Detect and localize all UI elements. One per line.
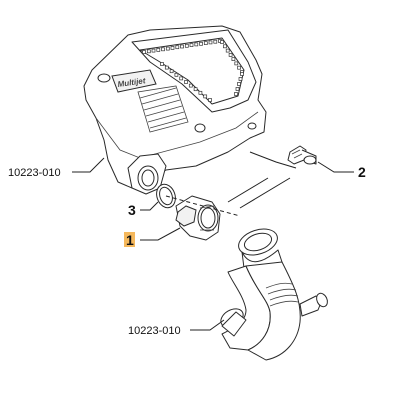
hose-ref-label: 10223-010 bbox=[128, 325, 181, 337]
cover-rib-dot bbox=[203, 94, 208, 99]
air-flow-sensor[interactable] bbox=[175, 195, 221, 241]
assembly-line-sensor bbox=[165, 195, 241, 217]
cover-logo-text: Multijet bbox=[117, 76, 146, 89]
cover-ref-label: 10223-010 bbox=[8, 167, 61, 179]
cover-rib-dot bbox=[184, 80, 188, 84]
assembly-line-bolt bbox=[249, 151, 297, 169]
cover-rib-dot bbox=[198, 90, 203, 95]
cover-rib-dot bbox=[179, 76, 184, 81]
cover-rib-dot bbox=[169, 69, 174, 74]
cover-rib-dot bbox=[175, 45, 180, 50]
cover-rib-dot bbox=[213, 39, 218, 44]
cover-rib-dot bbox=[193, 87, 198, 92]
assembly-line-cross-2 bbox=[227, 177, 269, 203]
callout-sensor: 1 bbox=[124, 227, 181, 248]
cover-rib-dot bbox=[235, 87, 240, 91]
cover-rib-dot bbox=[194, 42, 199, 47]
sensor-num-label: 1 bbox=[126, 232, 134, 248]
cover-rib-dot bbox=[225, 48, 230, 53]
cover-rib-dot bbox=[184, 43, 189, 48]
assembly-line-cross bbox=[239, 177, 291, 209]
cover-rib-dot bbox=[228, 53, 233, 57]
cover-rib-dot bbox=[234, 61, 239, 66]
cover-rib-dot bbox=[189, 43, 194, 47]
cover-rib-dot bbox=[208, 40, 213, 45]
callout-cover: 10223-010 bbox=[8, 157, 105, 179]
cover-rib-dot bbox=[146, 49, 151, 54]
cover-rib-dot bbox=[161, 47, 165, 52]
cover-rib-dot bbox=[188, 83, 193, 88]
cover-rib-dot bbox=[231, 57, 236, 61]
cover-rib-dot bbox=[170, 46, 175, 50]
cover-rib-dot bbox=[208, 98, 212, 102]
cover-rib-dot bbox=[199, 41, 203, 46]
cover-rib-dot bbox=[238, 77, 243, 81]
sensor-num-highlight bbox=[124, 232, 135, 247]
seal-num-label: 3 bbox=[128, 202, 136, 218]
cover-logo-plate: Multijet bbox=[111, 69, 157, 93]
cover-rib-dot bbox=[237, 82, 241, 86]
cover-rib-dot bbox=[151, 48, 156, 53]
callout-seal: 3 bbox=[128, 201, 159, 218]
air-hose[interactable] bbox=[218, 224, 330, 361]
cover-rib-dot bbox=[165, 46, 170, 51]
cover-side-grille bbox=[137, 85, 189, 133]
callout-bolt: 2 bbox=[317, 161, 366, 180]
cover-rib-dot bbox=[220, 40, 224, 44]
bolt[interactable] bbox=[287, 145, 317, 165]
cover-rib-dot bbox=[234, 92, 238, 96]
cover-rib-dot bbox=[164, 65, 169, 70]
cover-rib-dot bbox=[237, 65, 241, 70]
bolt-num-label: 2 bbox=[358, 164, 366, 180]
cover-rib-dot bbox=[180, 44, 184, 49]
cover-rib-dot bbox=[240, 72, 244, 76]
cover-rib-dots bbox=[142, 39, 244, 102]
cover-rib-dot bbox=[160, 62, 164, 66]
cover-rib-dot bbox=[142, 50, 146, 54]
engine-cover[interactable]: Multijet bbox=[83, 25, 267, 195]
cover-rib-dot bbox=[203, 41, 208, 45]
cover-rib-dot bbox=[156, 48, 161, 52]
cover-rib-dot bbox=[223, 44, 227, 49]
callout-hose: 10223-010 bbox=[128, 319, 225, 337]
cover-rib-dot bbox=[174, 72, 179, 77]
